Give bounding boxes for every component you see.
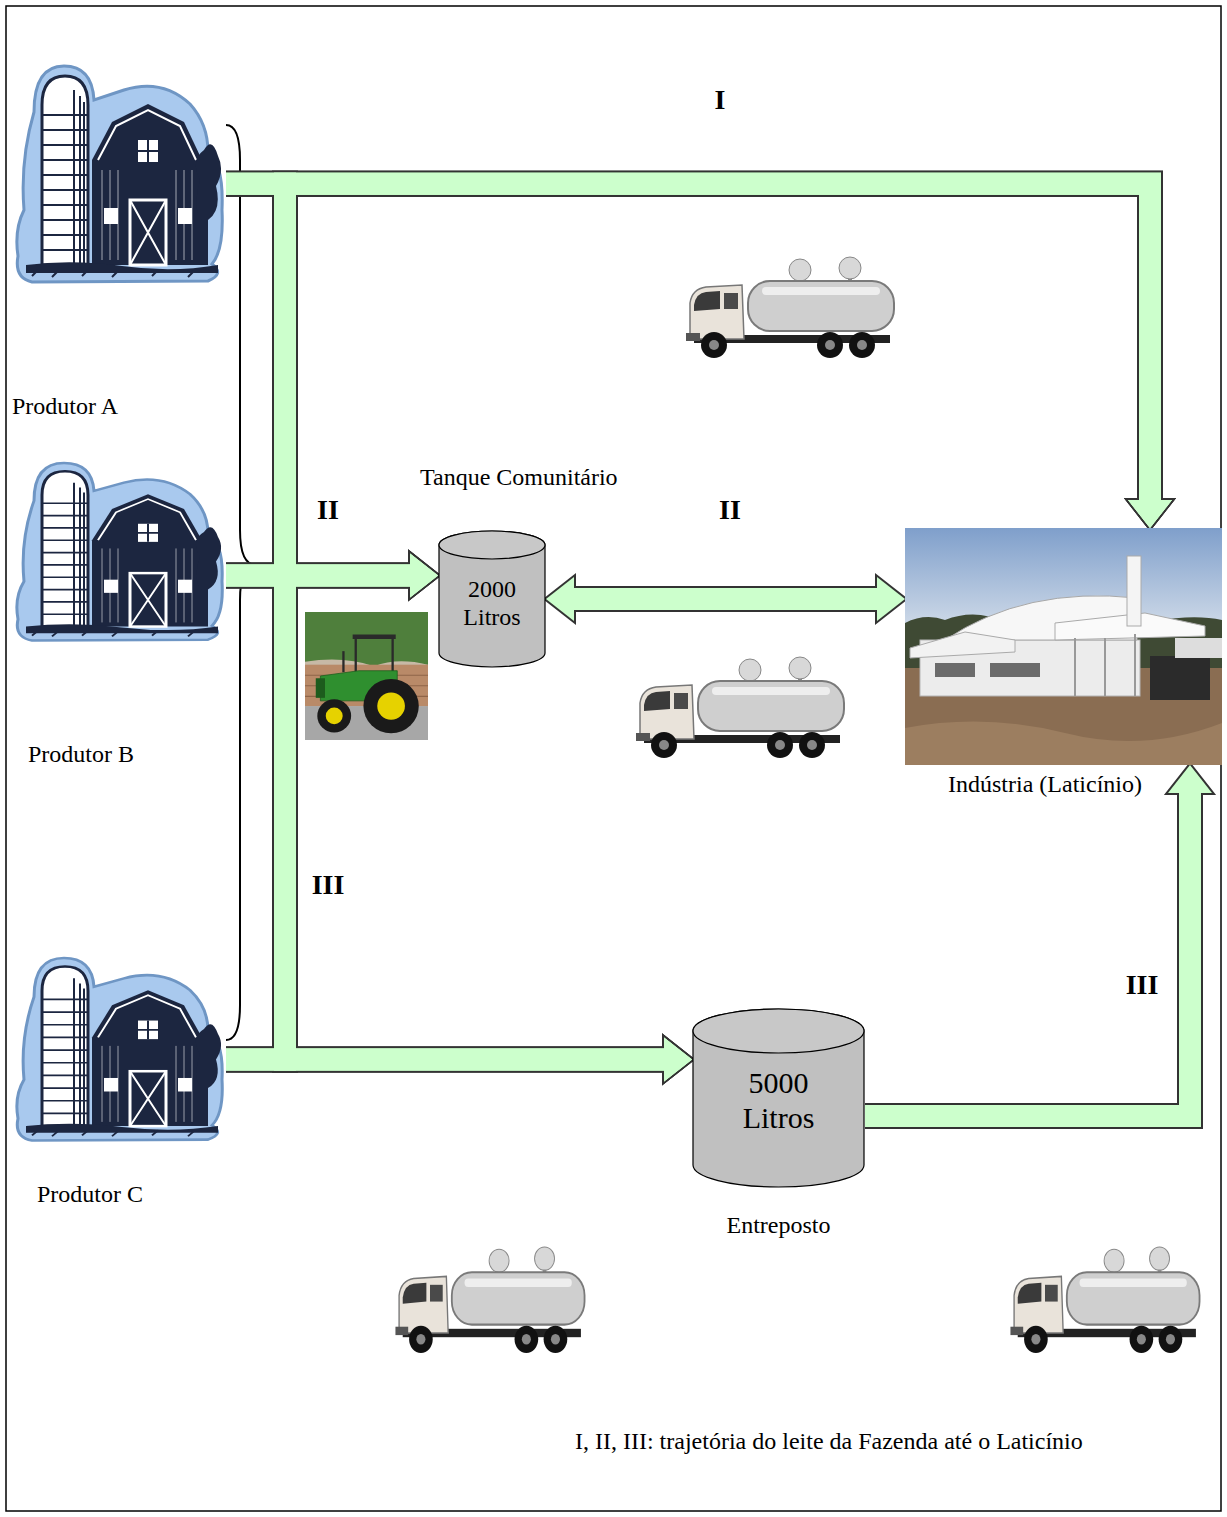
dairy-plant: Indústria (Laticínio) xyxy=(905,528,1222,765)
route-number: III xyxy=(1123,969,1162,1001)
arrowhead xyxy=(1168,765,1212,793)
arrowhead xyxy=(664,1037,692,1081)
producer-label: Produtor C xyxy=(37,1181,143,1209)
route-number: II xyxy=(716,494,744,526)
milk-route-band xyxy=(226,184,410,576)
arrowhead-outline xyxy=(664,1037,692,1081)
milk-tank: Tanque Comunitário2000 Litros xyxy=(438,530,546,668)
arrowhead-outline xyxy=(410,553,438,597)
arrowhead-outline xyxy=(410,553,438,597)
farm-illustration xyxy=(17,66,222,282)
route-outline xyxy=(226,184,438,598)
milk-route-arrow xyxy=(226,1037,692,1081)
route-number: II xyxy=(314,494,342,526)
milk-route-band xyxy=(865,793,1190,1116)
tanker-truck xyxy=(1010,1247,1199,1353)
route-outline xyxy=(226,553,438,1059)
milk-route-band xyxy=(226,184,1150,500)
tanker-truck xyxy=(686,257,894,358)
arrowhead-outline xyxy=(1128,500,1172,528)
route-outline xyxy=(865,793,1190,1116)
milk-route-band xyxy=(226,575,410,1059)
milk-route-arrow xyxy=(226,553,438,1059)
collection-depot: 5000 LitrosEntreposto xyxy=(692,1008,865,1188)
milk-route-band xyxy=(226,184,664,1060)
depot-capacity: 5000 Litros xyxy=(729,1066,829,1135)
route-outline xyxy=(226,184,664,1060)
arrowhead xyxy=(1128,500,1172,528)
tank-heading: Tanque Comunitário xyxy=(420,464,618,492)
producer-farm: Produtor B xyxy=(12,458,226,643)
cylinder-body xyxy=(693,1009,864,1187)
milk-route-arrow xyxy=(865,765,1212,1116)
cylinder-top xyxy=(693,1009,864,1053)
cylinder-body xyxy=(439,531,545,667)
route-outline xyxy=(226,184,1172,576)
frame xyxy=(6,6,1221,1511)
arrowhead xyxy=(546,577,574,621)
caption: I, II, III: trajetória do leite da Fazen… xyxy=(575,1428,1083,1456)
route-outline xyxy=(574,586,877,612)
producer-farm: Produtor A xyxy=(12,60,226,285)
plant-label: Indústria (Laticínio) xyxy=(948,771,1142,799)
route-number: I xyxy=(712,84,729,116)
route-number: III xyxy=(309,869,348,901)
milk-route-band xyxy=(226,1048,664,1070)
milk-route-band xyxy=(226,184,1150,576)
route-outline xyxy=(546,577,905,621)
plant-photo xyxy=(905,528,1222,765)
arrowhead-outline xyxy=(877,577,905,621)
producer-label: Produtor A xyxy=(12,393,118,421)
arrowhead-outline xyxy=(410,553,438,597)
route-outline xyxy=(226,184,1150,576)
route-outline xyxy=(226,1046,664,1072)
arrowhead-outline xyxy=(1168,765,1212,793)
milk-route-arrow xyxy=(226,184,438,598)
arrowhead xyxy=(410,553,438,597)
tank-capacity: 2000 Litros xyxy=(452,576,532,631)
route-outline xyxy=(865,765,1212,1116)
cylinder-top xyxy=(439,531,545,559)
arrowhead-outline xyxy=(1128,500,1172,528)
farm-shape xyxy=(12,458,226,643)
arrowhead-outline xyxy=(546,577,574,621)
arrowhead xyxy=(1128,500,1172,528)
farm-illustration xyxy=(17,958,222,1140)
arrowhead xyxy=(1128,500,1172,528)
producer-label: Produtor B xyxy=(28,741,134,769)
milk-route-arrow xyxy=(546,577,905,621)
farm-shape xyxy=(12,60,226,285)
depot-label: Entreposto xyxy=(727,1212,831,1240)
producer-farm: Produtor C xyxy=(12,953,226,1143)
tanker-truck xyxy=(395,1247,584,1353)
route-outline xyxy=(226,184,1172,528)
route-outline xyxy=(226,184,692,1082)
arrowhead xyxy=(664,1037,692,1081)
route-outline xyxy=(226,184,1150,500)
arrowhead xyxy=(664,1037,692,1081)
arrowhead xyxy=(410,553,438,597)
route-outline xyxy=(226,184,410,576)
milk-route-arrow xyxy=(226,184,692,1082)
milk-route-band xyxy=(574,588,877,610)
arrowhead-outline xyxy=(664,1037,692,1081)
arrowhead xyxy=(877,577,905,621)
farm-illustration xyxy=(17,463,222,641)
farm-shape xyxy=(12,953,226,1143)
tractor-photo xyxy=(305,612,428,740)
plant-shape xyxy=(905,528,1222,765)
arrowhead-outline xyxy=(664,1037,692,1081)
milk-route-arrow xyxy=(226,184,1172,528)
milk-route-arrow xyxy=(226,184,1172,576)
arrowhead xyxy=(410,553,438,597)
tanker-truck xyxy=(636,657,844,758)
route-outline xyxy=(226,575,410,1059)
arrowhead-outline xyxy=(1128,500,1172,528)
